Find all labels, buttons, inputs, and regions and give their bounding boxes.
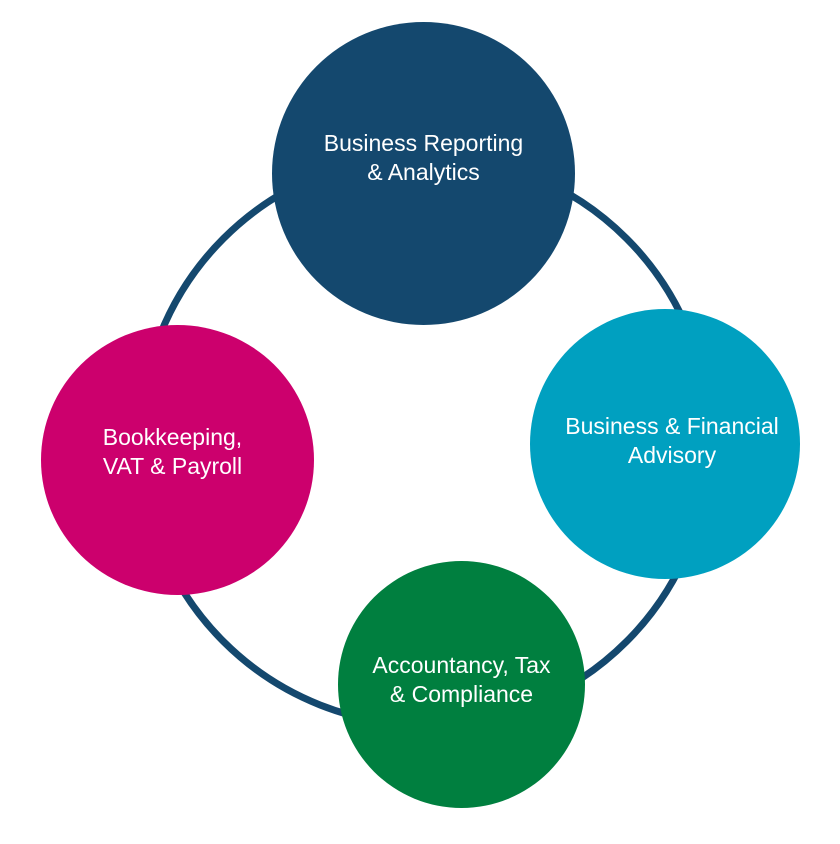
node-label-line-1: Accountancy, Tax bbox=[372, 651, 551, 678]
node-label: Business Reporting & Analytics bbox=[324, 129, 523, 187]
node-label-line-2: & Compliance bbox=[389, 680, 534, 707]
node-label: Bookkeeping, VAT & Payroll bbox=[103, 423, 242, 481]
node-label-line-1: Bookkeeping, bbox=[102, 424, 243, 450]
node-label-line-1: Business Reporting bbox=[323, 130, 524, 156]
node-accountancy-tax-compliance: Accountancy, Tax & Compliance bbox=[338, 561, 585, 808]
node-bookkeeping-vat-payroll: Bookkeeping, VAT & Payroll bbox=[41, 325, 314, 595]
node-label: Business & Financial Advisory bbox=[565, 412, 779, 470]
node-label-line-2: VAT & Payroll bbox=[102, 453, 243, 479]
node-label-line-2: & Analytics bbox=[367, 159, 480, 185]
node-label-line-1: Business & Financial bbox=[565, 413, 779, 439]
node-business-financial-advisory: Business & Financial Advisory bbox=[530, 309, 800, 579]
node-label: Accountancy, Tax & Compliance bbox=[372, 651, 550, 709]
node-business-reporting-analytics: Business Reporting & Analytics bbox=[272, 22, 575, 325]
node-label-line-2: Advisory bbox=[627, 442, 717, 468]
